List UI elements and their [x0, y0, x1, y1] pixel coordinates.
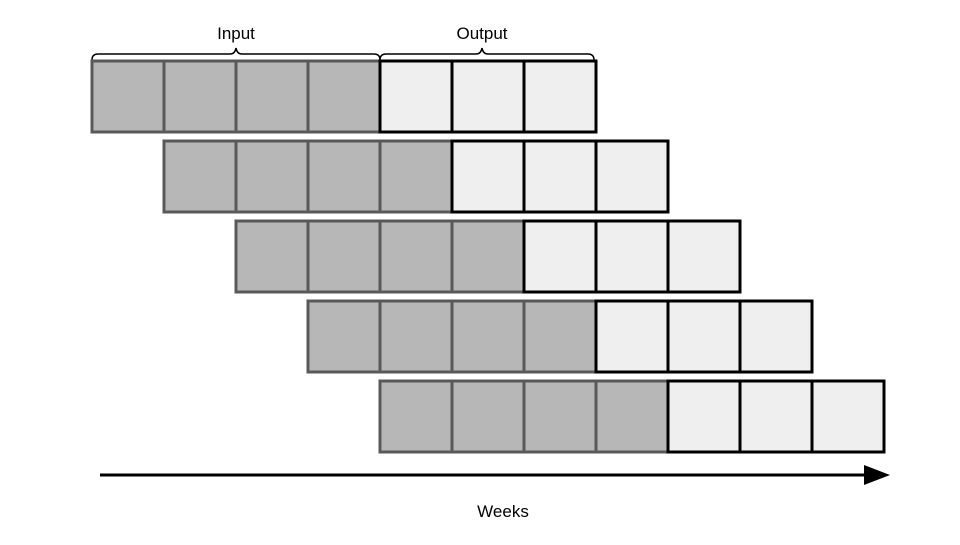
input-week-cell	[234, 219, 310, 294]
output-week-cell-border	[522, 59, 598, 134]
input-week-cell	[594, 379, 670, 454]
input-week-cell	[522, 299, 598, 374]
output-week-cell	[522, 139, 598, 214]
window-row	[234, 219, 742, 294]
output-week-cell	[666, 219, 742, 294]
input-week-cell	[234, 59, 310, 134]
output-week-cell-border	[738, 299, 814, 374]
input-week-cell	[450, 299, 526, 374]
output-week-cell	[450, 59, 526, 134]
output-week-cell	[810, 379, 886, 454]
output-week-cell	[738, 299, 814, 374]
input-label: Input	[217, 24, 255, 43]
input-week-cell	[306, 299, 382, 374]
output-week-cell	[378, 59, 454, 134]
output-week-cell-border	[810, 379, 886, 454]
input-week-cell	[378, 219, 454, 294]
input-week-cell	[522, 379, 598, 454]
input-week-cell	[378, 379, 454, 454]
output-brace	[379, 47, 595, 61]
window-row	[90, 59, 598, 134]
window-row	[162, 139, 670, 214]
input-week-cell	[162, 139, 238, 214]
output-week-cell-border	[666, 219, 742, 294]
output-week-cell	[738, 379, 814, 454]
output-week-cell-border	[594, 139, 670, 214]
output-label: Output	[456, 24, 507, 43]
input-week-cell	[306, 219, 382, 294]
output-week-cell	[666, 299, 742, 374]
input-week-cell	[450, 379, 526, 454]
output-week-cell	[594, 219, 670, 294]
input-week-cell	[90, 59, 166, 134]
window-row	[378, 379, 886, 454]
input-week-cell	[162, 59, 238, 134]
output-week-cell	[594, 139, 670, 214]
window-rows	[90, 59, 886, 454]
output-week-cell	[522, 219, 598, 294]
input-week-cell	[450, 219, 526, 294]
output-week-cell	[522, 59, 598, 134]
output-week-cell	[450, 139, 526, 214]
time-axis-arrowhead	[864, 465, 890, 485]
input-week-cell	[306, 139, 382, 214]
output-week-cell	[594, 299, 670, 374]
output-week-cell	[666, 379, 742, 454]
weeks-axis-label: Weeks	[477, 502, 529, 521]
input-week-cell	[378, 299, 454, 374]
input-week-cell	[234, 139, 310, 214]
input-brace	[91, 47, 381, 61]
input-week-cell	[306, 59, 382, 134]
window-row	[306, 299, 814, 374]
input-week-cell	[378, 139, 454, 214]
